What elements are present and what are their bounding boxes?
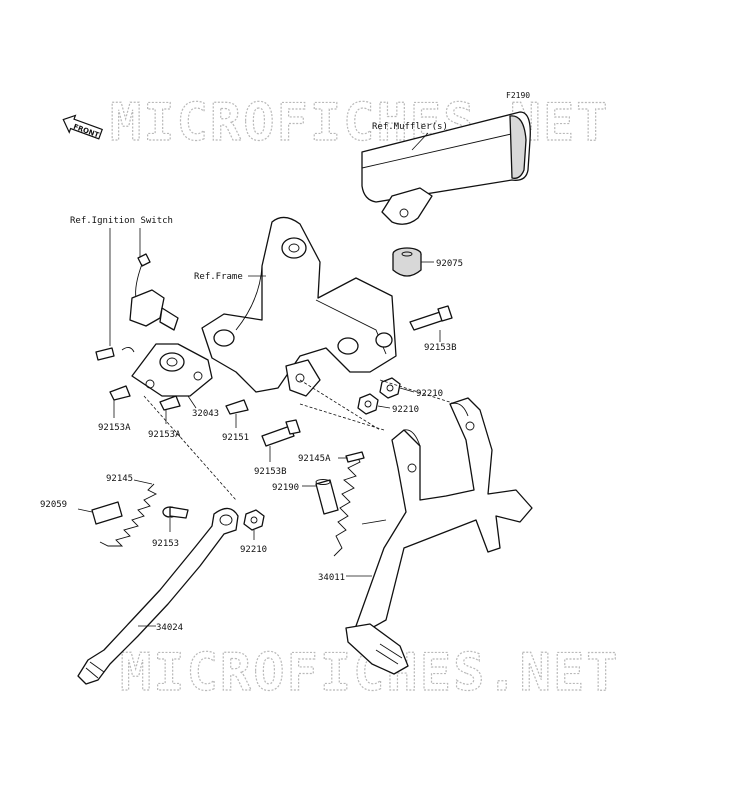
nut-92210-b <box>357 393 379 415</box>
part-92153: 92153 <box>152 539 179 549</box>
nut-92210-c <box>243 509 265 531</box>
part-92145A: 92145A <box>298 454 331 464</box>
side-stand <box>77 507 239 685</box>
part-34024: 34024 <box>156 623 183 633</box>
part-92210-a: 92210 <box>416 389 443 399</box>
bolt-92153B-top <box>409 305 453 331</box>
part-92210-c: 92210 <box>240 545 267 555</box>
rubber-bushing <box>392 247 422 277</box>
center-stand <box>345 397 533 675</box>
part-92151: 92151 <box>222 433 249 443</box>
bolt-92153B-bottom <box>261 419 301 447</box>
spring-92145 <box>99 483 158 547</box>
part-92153A-mid: 92153A <box>148 430 181 440</box>
part-92153B-bottom: 92153B <box>254 467 287 477</box>
part-92145: 92145 <box>106 474 133 484</box>
bolt-92153 <box>162 506 189 519</box>
front-arrow-icon: FRONT <box>62 114 103 140</box>
bolt-92153A-left <box>109 385 131 401</box>
ignition-switch <box>129 253 179 331</box>
diagram-code: F2190 <box>506 91 530 100</box>
muffler-pipe <box>361 111 531 225</box>
watermark-top: MICROFICHES.NET <box>110 93 610 153</box>
nut-92210-a <box>379 377 401 399</box>
bolt-92153A-mid <box>159 395 181 411</box>
ref-ignition-switch-label: Ref.Ignition Switch <box>70 216 173 226</box>
bolt-92151 <box>225 399 249 415</box>
part-92210-b: 92210 <box>392 405 419 415</box>
ref-muffler-label: Ref.Muffler(s) <box>372 122 448 132</box>
part-92153B-top: 92153B <box>424 343 457 353</box>
sleeve-92190 <box>315 479 339 515</box>
frame <box>201 216 397 397</box>
part-34011: 34011 <box>318 573 345 583</box>
part-32043: 32043 <box>192 409 219 419</box>
part-92153A-left: 92153A <box>98 423 131 433</box>
spring-92145A <box>333 451 365 557</box>
part-92075: 92075 <box>436 259 463 269</box>
part-92059: 92059 <box>40 500 67 510</box>
stand-bracket <box>131 343 213 397</box>
part-92190: 92190 <box>272 483 299 493</box>
small-bolt <box>95 347 135 361</box>
sleeve-92059 <box>91 501 123 525</box>
ref-frame-label: Ref.Frame <box>194 272 243 282</box>
